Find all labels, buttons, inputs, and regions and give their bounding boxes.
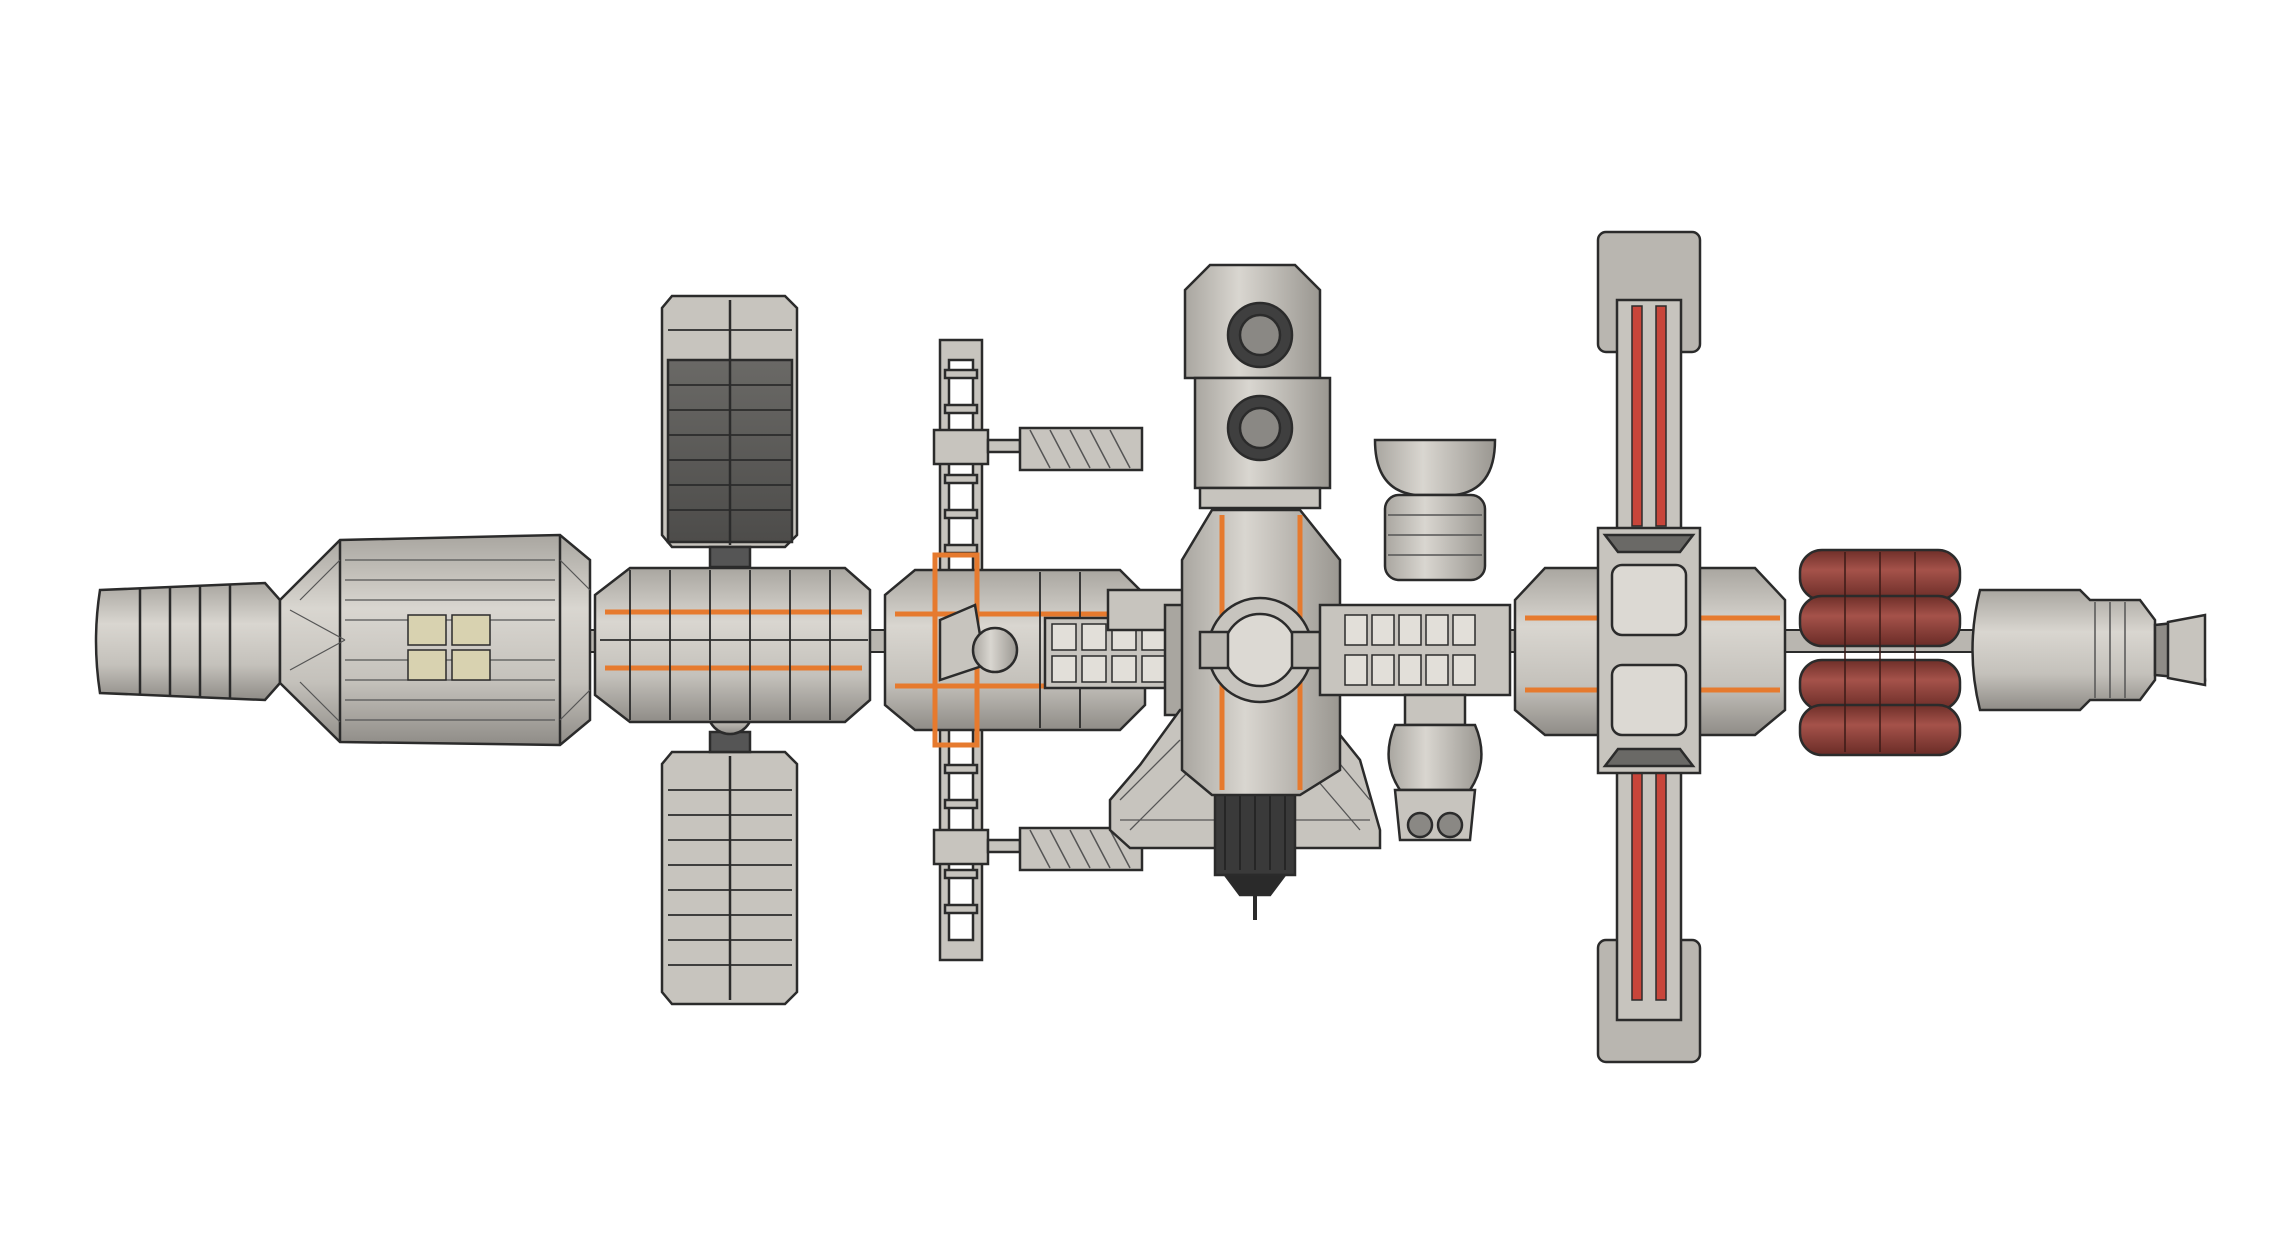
right-engine-module xyxy=(1971,588,2207,712)
hab-module-left xyxy=(593,566,872,724)
fuel-tanks xyxy=(1798,548,1962,757)
central-node xyxy=(1108,263,1382,920)
hab-module-right xyxy=(1513,526,1787,775)
left-engine-module xyxy=(94,533,592,747)
right-connector-module xyxy=(1318,438,1512,842)
hab-module-center-left xyxy=(883,552,1209,748)
